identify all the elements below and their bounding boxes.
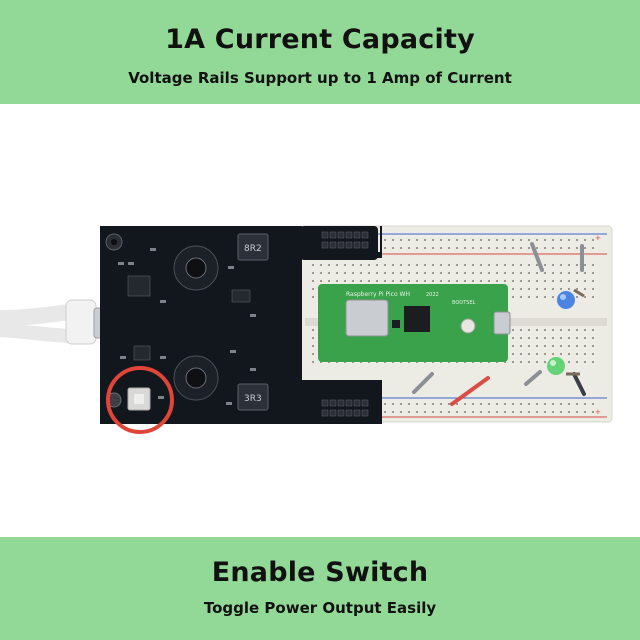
svg-text:+: + — [595, 408, 601, 416]
jumper-wires — [412, 242, 586, 406]
bottom-banner-title: Enable Switch — [211, 557, 429, 588]
pcb-board: 8R2 3R3 — [100, 226, 382, 424]
product-photo: + + 8R2 — [0, 104, 640, 537]
pico-board: Raspberry Pi Pico WH BOOTSEL 2022 — [318, 284, 511, 362]
top-banner-subtitle: Voltage Rails Support up to 1 Amp of Cur… — [128, 69, 512, 87]
bottom-banner-subtitle: Toggle Power Output Easily — [203, 599, 437, 617]
bootsel-label: BOOTSEL — [452, 300, 476, 306]
bottom-banner: Enable Switch Toggle Power Output Easily — [0, 537, 640, 640]
top-banner: 1A Current Capacity Voltage Rails Suppor… — [0, 0, 640, 104]
inductor-label-2: 3R3 — [244, 394, 262, 404]
leds — [547, 288, 585, 376]
inductor-label-1: 8R2 — [244, 244, 262, 254]
top-banner-title: 1A Current Capacity — [165, 24, 475, 55]
svg-text:+: + — [595, 234, 601, 242]
pico-label: Raspberry Pi Pico WH — [346, 291, 410, 298]
highlight-circle — [106, 366, 174, 434]
pico-year: 2022 — [426, 292, 439, 298]
